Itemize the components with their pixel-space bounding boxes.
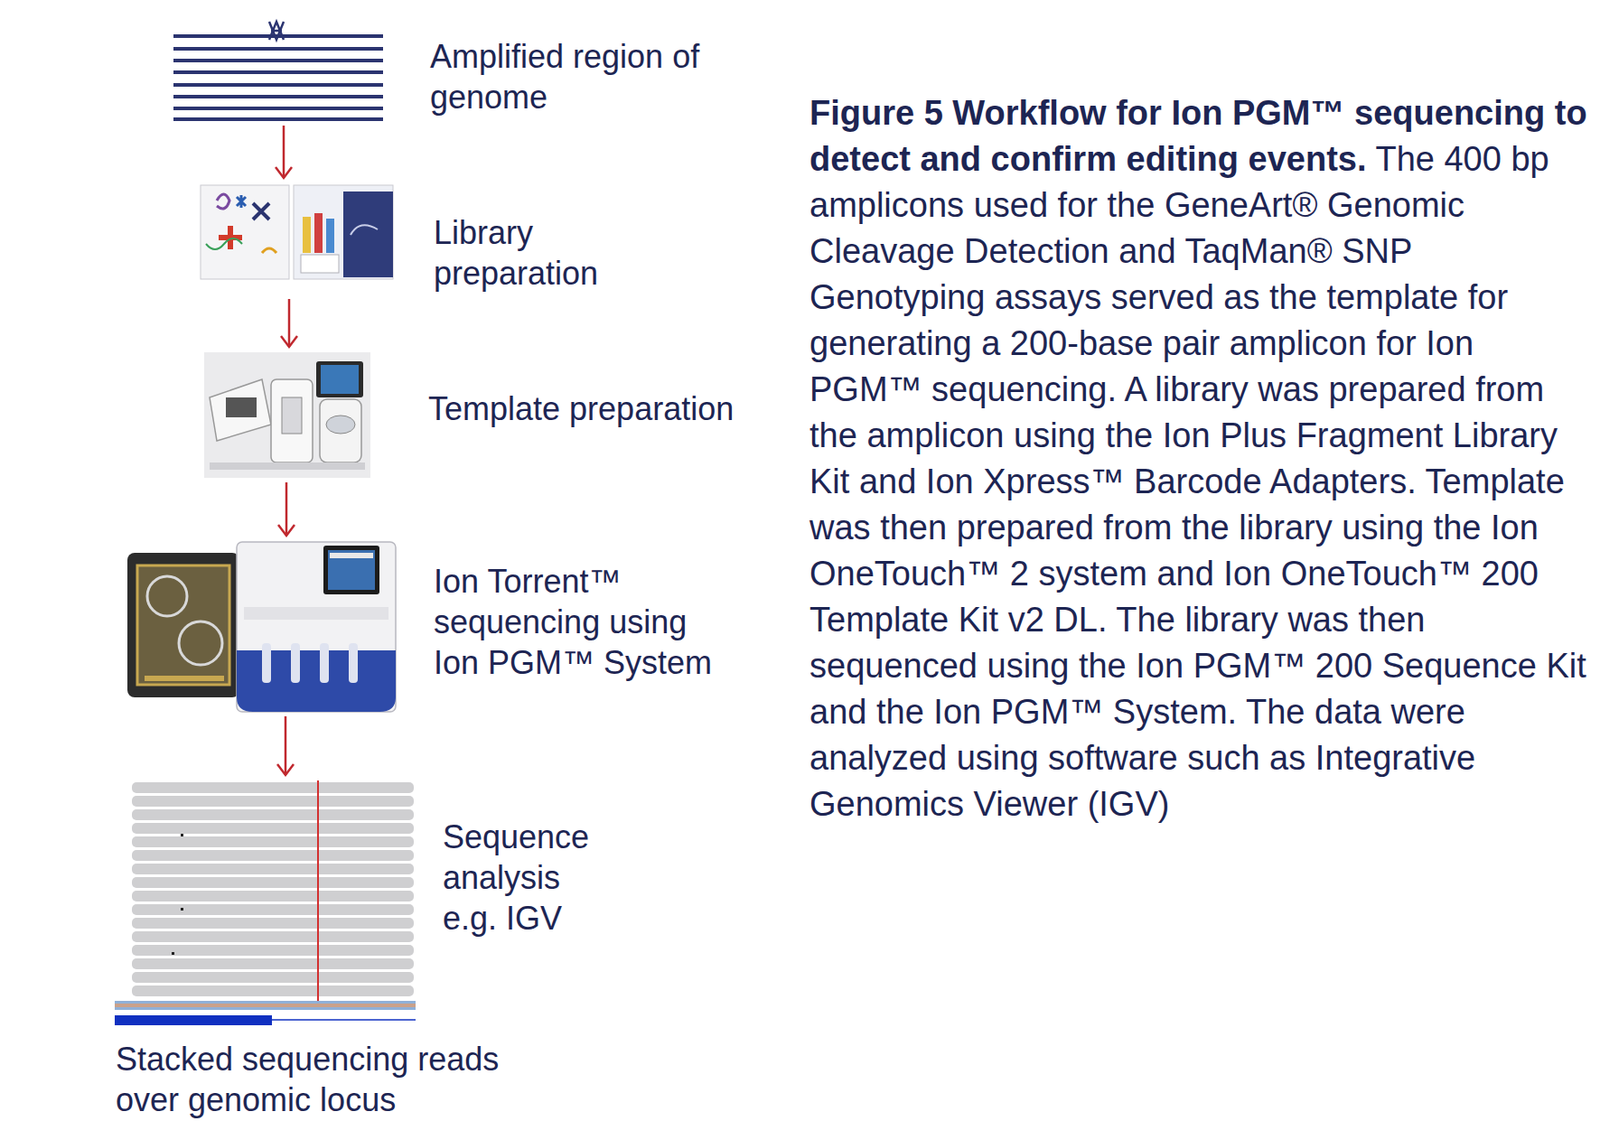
- igv-reads: [114, 780, 416, 1029]
- flow-arrow: [277, 716, 294, 776]
- step-label: Amplified region of genome: [430, 36, 702, 118]
- flow-arrow: [280, 299, 298, 347]
- workflow-step: Ion Torrent™ sequencing using Ion PGM™ S…: [108, 541, 741, 713]
- figure-caption-block: Figure 5 Workflow for Ion PGM™ sequencin…: [809, 90, 1589, 828]
- amplicon-lines: [173, 21, 384, 120]
- step-note: Stacked sequencing reads over genomic lo…: [115, 1038, 541, 1121]
- flow-arrow: [275, 125, 292, 178]
- library-kits: [200, 185, 393, 280]
- step-label: Sequence analysis e.g. IGV: [442, 816, 624, 939]
- workflow-step: Sequence analysis e.g. IGV Stacked sequen…: [108, 780, 741, 1121]
- workflow-step: Template preparation: [126, 352, 759, 479]
- sequencer: [127, 542, 396, 712]
- step-label: Library preparation: [433, 212, 642, 294]
- step-label: Ion Torrent™ sequencing using Ion PGM™ S…: [433, 561, 737, 684]
- workflow-step: Library preparation: [126, 183, 723, 296]
- flow-arrow: [278, 482, 295, 536]
- step-label: Template preparation: [428, 388, 781, 430]
- template-instrument: [204, 352, 371, 478]
- workflow-step: Amplified region of genome: [126, 20, 723, 122]
- caption-body: The 400 bp amplicons used for the GeneAr…: [809, 140, 1587, 824]
